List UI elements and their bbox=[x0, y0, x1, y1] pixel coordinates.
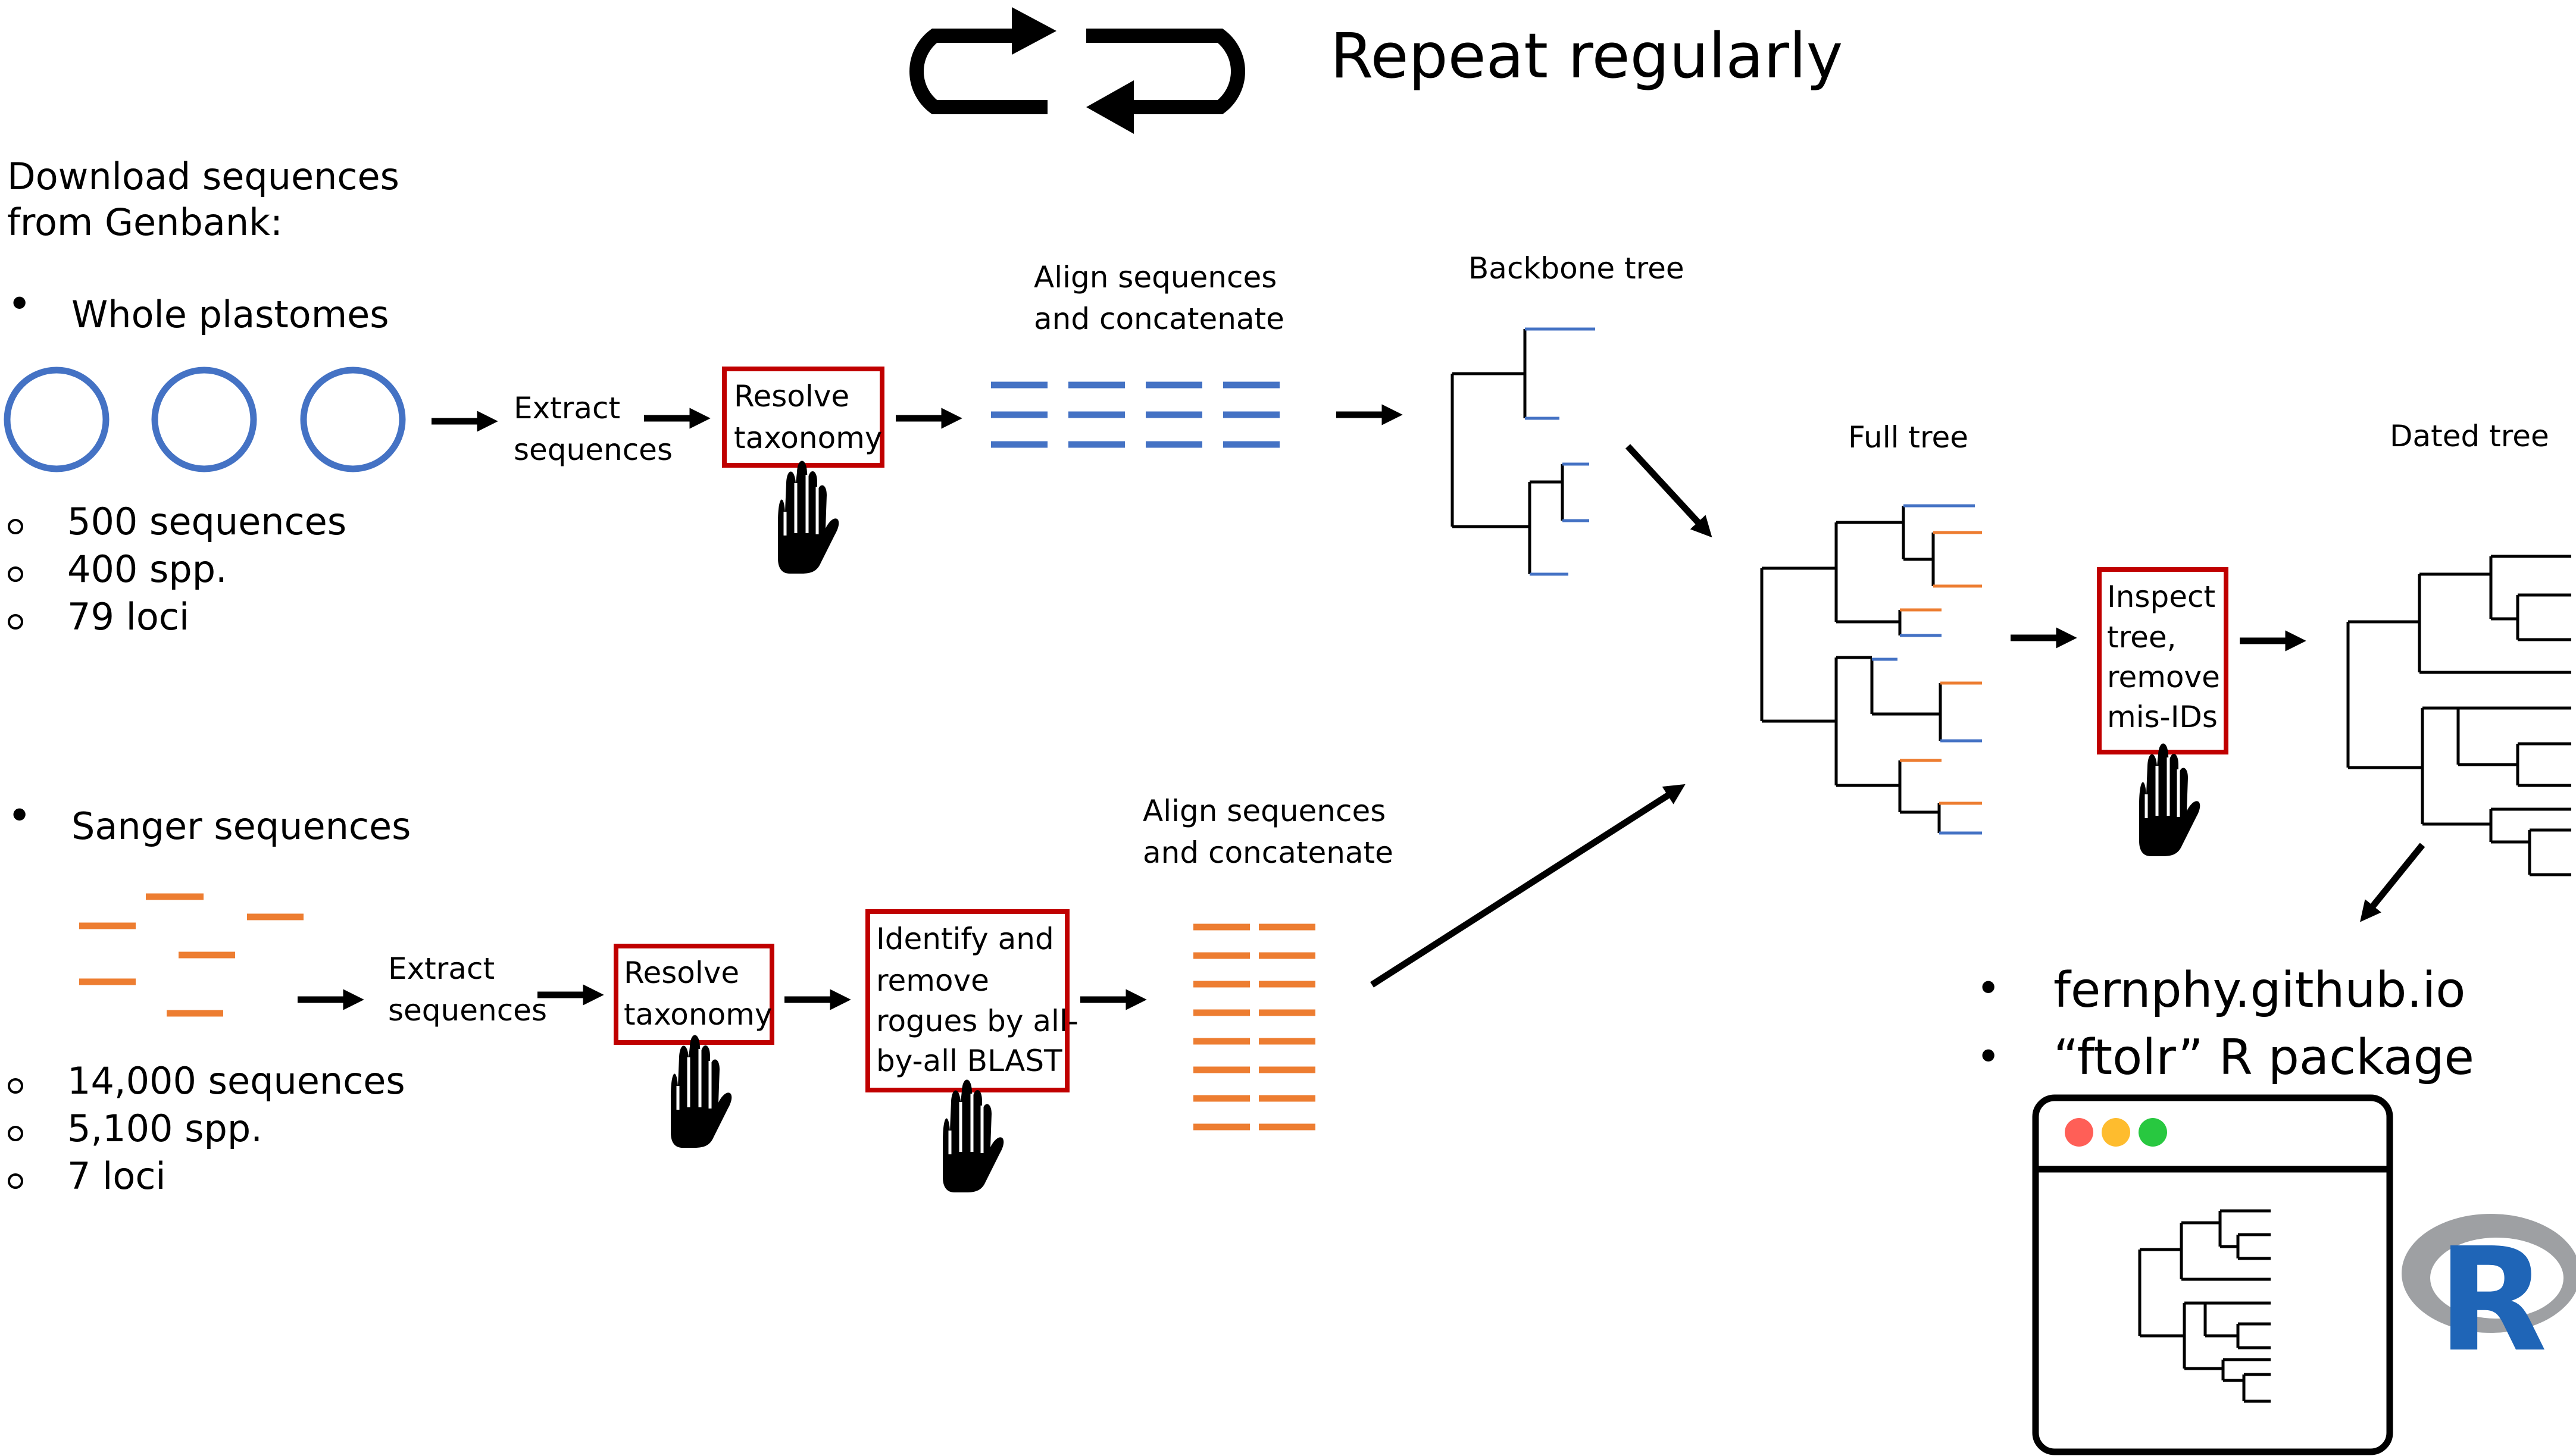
plastome-stat: 500 sequences bbox=[67, 500, 346, 543]
r-logo-icon: R bbox=[2402, 1214, 2576, 1383]
window-close-dot bbox=[2065, 1118, 2093, 1147]
dated-tree-label: Dated tree bbox=[2390, 419, 2549, 453]
full-tree-label: Full tree bbox=[1848, 420, 1968, 455]
dated-to-outputs-arrow bbox=[2360, 843, 2425, 922]
plastome-align-label: Align sequences and concatenate bbox=[1034, 260, 1286, 336]
sanger-align-label: Align sequences and concatenate bbox=[1143, 794, 1395, 870]
sanger-extract-label: Extract sequences bbox=[388, 951, 547, 1028]
inspect-label: Inspect tree, remove mis-IDs bbox=[2107, 580, 2230, 734]
manual-step-hand-icon bbox=[2139, 744, 2200, 857]
sanger-alignment bbox=[1193, 923, 1315, 1131]
plastome-stat: 400 spp. bbox=[67, 547, 227, 591]
plastome-arrows bbox=[432, 404, 1403, 432]
sanger-stats: 14,000 sequences 5,100 spp. 7 loci bbox=[8, 1059, 405, 1198]
sanger-stat: 7 loci bbox=[67, 1154, 166, 1198]
cycle-arrows-icon bbox=[909, 7, 1245, 134]
download-heading-line1: Download sequences bbox=[7, 155, 399, 198]
output-bullet: • bbox=[1976, 964, 2000, 1013]
window-maximize-dot bbox=[2139, 1118, 2167, 1147]
website-link[interactable]: fernphy.github.io bbox=[2053, 962, 2465, 1019]
backbone-tree bbox=[1450, 327, 1595, 576]
dated-tree bbox=[2346, 555, 2571, 876]
plastome-circle bbox=[300, 367, 406, 472]
plastome-extract-label: Extract sequences bbox=[514, 391, 673, 467]
plastome-title: Whole plastomes bbox=[71, 293, 389, 336]
sanger-stat: 14,000 sequences bbox=[67, 1059, 405, 1103]
plastome-circle bbox=[151, 367, 257, 472]
window-minimize-dot bbox=[2102, 1118, 2130, 1147]
app-window-icon bbox=[2032, 1094, 2393, 1455]
sanger-title: Sanger sequences bbox=[71, 804, 411, 848]
plastome-resolve-label: Resolve taxonomy bbox=[734, 379, 882, 455]
sanger-stat: 5,100 spp. bbox=[67, 1107, 262, 1150]
full-tree bbox=[1760, 504, 1982, 835]
r-package-label: “ftolr” R package bbox=[2053, 1029, 2474, 1086]
manual-step-hand-icon bbox=[943, 1080, 1003, 1193]
rogues-label: Identify and remove rogues by all- by-al… bbox=[876, 922, 1088, 1078]
plastome-circles bbox=[4, 367, 406, 472]
plastome-stats: 500 sequences 400 spp. 79 loci bbox=[8, 500, 346, 638]
sanger-arrows bbox=[298, 784, 1686, 1010]
backbone-to-full-arrow bbox=[1625, 444, 1712, 538]
download-heading-line2: from Genbank: bbox=[7, 201, 283, 244]
output-bullet: • bbox=[1976, 1032, 2000, 1081]
sanger-resolve-label: Resolve taxonomy bbox=[624, 956, 772, 1032]
sanger-fragments bbox=[79, 893, 304, 1017]
backbone-tree-label: Backbone tree bbox=[1468, 251, 1684, 286]
plastome-stat: 79 loci bbox=[67, 595, 189, 638]
plastome-alignment bbox=[991, 381, 1280, 448]
sanger-bullet: • bbox=[7, 791, 32, 840]
repeat-label: Repeat regularly bbox=[1330, 20, 1843, 92]
plastome-bullet: • bbox=[7, 280, 32, 328]
manual-step-hand-icon bbox=[671, 1035, 731, 1148]
r-logo-letter: R bbox=[2437, 1217, 2547, 1383]
window-tree bbox=[2138, 1209, 2271, 1403]
plastome-circle bbox=[4, 367, 110, 472]
manual-step-hand-icon bbox=[778, 461, 839, 574]
